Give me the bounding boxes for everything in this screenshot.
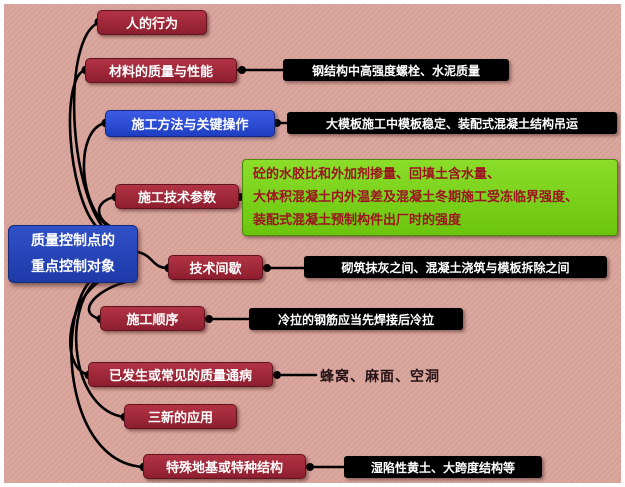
branch-label: 特殊地基或特种结构 <box>165 460 283 475</box>
junction-dot <box>273 119 281 127</box>
branch-tech-params[interactable]: 施工技术参数 <box>115 184 239 209</box>
junction-dot <box>238 66 246 74</box>
junction-dot <box>306 463 314 471</box>
detail-method[interactable]: 大模板施工中模板稳定、装配式混凝土结构吊运 <box>287 112 617 134</box>
branch-material[interactable]: 材料的质量与性能 <box>85 58 237 83</box>
branch-label: 人的行为 <box>125 16 178 31</box>
detail-text: 湿陷性黄土、大跨度结构等 <box>370 460 515 475</box>
connector-special <box>70 279 145 469</box>
junction-dot <box>205 315 213 323</box>
detail-line: 大体积混凝土内外温差及混凝土冬期施工受冻临界强度、 <box>253 189 579 205</box>
detail-tech-params[interactable]: 砼的水胶比和外加剂掺量、回填土含水量、 大体积混凝土内外温差及混凝土冬期施工受冻… <box>242 159 618 236</box>
detail-text: 砌筑抹灰之间、混凝土浇筑与模板拆除之间 <box>341 260 570 275</box>
branch-special[interactable]: 特殊地基或特种结构 <box>143 454 306 479</box>
detail-text: 冷拉的钢筋应当先焊接后冷拉 <box>277 312 434 327</box>
junction-dot <box>263 264 271 272</box>
detail-defects: 蜂窝、麻面、空洞 <box>320 366 440 386</box>
branch-label: 技术间歇 <box>189 261 242 276</box>
branch-sequence[interactable]: 施工顺序 <box>100 306 205 331</box>
root-label-line2: 重点控制对象 <box>31 258 115 274</box>
detail-text: 钢结构中高强度螺栓、水泥质量 <box>311 63 480 78</box>
junction-dot <box>273 371 281 379</box>
branch-method[interactable]: 施工方法与关键操作 <box>105 110 275 137</box>
branch-human-behavior[interactable]: 人的行为 <box>97 10 207 35</box>
detail-sequence[interactable]: 冷拉的钢筋应当先焊接后冷拉 <box>249 308 463 330</box>
branch-three-new[interactable]: 三新的应用 <box>124 404 237 429</box>
detail-tech-interval[interactable]: 砌筑抹灰之间、混凝土浇筑与模板拆除之间 <box>304 256 607 278</box>
detail-special[interactable]: 湿陷性黄土、大跨度结构等 <box>344 456 542 478</box>
connector-three-new <box>74 279 126 419</box>
connector-sequence <box>87 279 132 321</box>
branch-label: 材料的质量与性能 <box>108 64 213 79</box>
branch-label: 已发生或常见的质量通病 <box>108 368 252 383</box>
detail-line: 装配式混凝土预制构件出厂时的强度 <box>253 211 462 227</box>
branch-label: 三新的应用 <box>147 410 213 425</box>
detail-line: 砼的水胶比和外加剂掺量、回填土含水量、 <box>253 166 501 182</box>
branch-label: 施工技术参数 <box>137 190 216 205</box>
root-node[interactable]: 质量控制点的 重点控制对象 <box>8 225 138 283</box>
branch-label: 施工方法与关键操作 <box>131 117 249 132</box>
branch-tech-interval[interactable]: 技术间歇 <box>168 255 263 280</box>
connector-tech-interval <box>136 250 170 270</box>
detail-text: 蜂窝、麻面、空洞 <box>320 368 440 384</box>
branch-defects[interactable]: 已发生或常见的质量通病 <box>88 362 273 387</box>
detail-text: 大模板施工中模板稳定、装配式混凝土结构吊运 <box>325 116 578 131</box>
connector-material <box>68 68 98 228</box>
detail-material[interactable]: 钢结构中高强度螺栓、水泥质量 <box>283 59 509 81</box>
branch-label: 施工顺序 <box>126 312 179 327</box>
root-label-line1: 质量控制点的 <box>31 232 115 249</box>
